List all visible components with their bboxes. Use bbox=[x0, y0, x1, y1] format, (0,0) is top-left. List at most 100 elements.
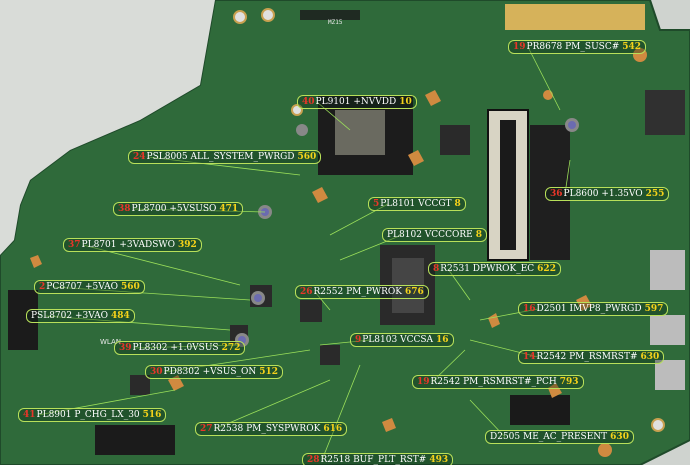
label-signal: PSL8005 ALL_SYSTEM_PWRGD bbox=[146, 152, 295, 162]
leader-line bbox=[45, 315, 231, 331]
label-signal: R2518 BUF_PLT_RST# bbox=[320, 455, 427, 465]
label-signal: R2531 DPWROK_EC bbox=[440, 264, 535, 274]
leader-line bbox=[447, 268, 471, 301]
label-index: 19 bbox=[417, 377, 430, 387]
label-value: 676 bbox=[405, 287, 424, 297]
label-value: 493 bbox=[429, 455, 449, 465]
label-index: 2 bbox=[39, 282, 46, 292]
leader-line bbox=[527, 46, 561, 111]
label-signal: PL8103 VCCSA bbox=[362, 335, 433, 345]
leader-line bbox=[469, 339, 539, 358]
label-index: 14 bbox=[523, 352, 536, 362]
label-signal: PL8101 VCCGT bbox=[380, 199, 452, 209]
label-signal: D2501 IMVP8_PWRGD bbox=[536, 304, 642, 314]
label-value: 630 bbox=[640, 352, 660, 362]
measurement-label: 28R2518 BUF_PLT_RST#493 bbox=[302, 453, 454, 465]
label-index: 5 bbox=[373, 199, 380, 209]
leader-line bbox=[147, 156, 301, 176]
label-index: 30 bbox=[150, 367, 163, 377]
label-index: 40 bbox=[302, 97, 315, 107]
label-value: 597 bbox=[644, 304, 664, 314]
label-signal: PD8302 +VSUS_ON bbox=[163, 367, 257, 377]
label-signal: PR8678 PM_SUSC# bbox=[526, 42, 620, 52]
leader-line bbox=[329, 203, 389, 236]
label-value: 255 bbox=[645, 189, 665, 199]
label-value: 16 bbox=[436, 335, 449, 345]
leader-line bbox=[479, 308, 539, 321]
label-value: 630 bbox=[610, 432, 629, 442]
label-value: 560 bbox=[297, 152, 317, 162]
label-signal: R2542 PM_RSMRST#_PCH bbox=[430, 377, 557, 387]
leader-line bbox=[214, 379, 331, 430]
label-signal: PL8302 +1.0VSUS bbox=[132, 343, 219, 353]
label-signal: R2538 PM_SYSPWROK bbox=[213, 424, 321, 434]
leader-line bbox=[133, 344, 241, 349]
label-index: 24 bbox=[133, 152, 146, 162]
label-index: 39 bbox=[119, 343, 132, 353]
side-connector bbox=[8, 290, 38, 350]
wlan-marking: WLAN bbox=[100, 338, 121, 346]
label-signal: R2542 PM_RSMRST# bbox=[536, 352, 638, 362]
label-index: 28 bbox=[307, 455, 320, 465]
label-value: 392 bbox=[178, 240, 197, 250]
label-value: 793 bbox=[559, 377, 579, 387]
label-index: 27 bbox=[200, 424, 213, 434]
hdmi-port bbox=[650, 250, 685, 290]
label-signal: PL8700 +5VSUSO bbox=[131, 204, 217, 214]
label-value: 616 bbox=[323, 424, 343, 434]
label-signal: PL9101 +NVVDD bbox=[315, 97, 397, 107]
leader-line bbox=[132, 208, 266, 213]
label-value: 622 bbox=[537, 264, 556, 274]
label-index: 36 bbox=[550, 189, 563, 199]
label-value: 8 bbox=[475, 230, 482, 240]
label-value: 542 bbox=[622, 42, 642, 52]
label-index: 19 bbox=[513, 42, 526, 52]
gold-connector-top bbox=[505, 4, 645, 30]
measurement-label: 19PR8678 PM_SUSC#542 bbox=[508, 40, 647, 54]
label-signal: PL8102 VCCCORE bbox=[387, 230, 473, 240]
label-value: 484 bbox=[111, 311, 130, 321]
leader-line bbox=[564, 159, 571, 195]
label-signal: PSL8702 +3VAO bbox=[31, 311, 108, 321]
label-index: 26 bbox=[300, 287, 313, 297]
label-signal: PC8707 +5VAO bbox=[46, 282, 119, 292]
label-signal: PL8701 +3VADSWO bbox=[81, 240, 175, 250]
label-index: 9 bbox=[355, 335, 362, 345]
leader-line bbox=[37, 389, 176, 416]
label-value: 10 bbox=[399, 97, 412, 107]
leader-line bbox=[321, 364, 361, 461]
label-value: 272 bbox=[221, 343, 241, 353]
leader-line bbox=[431, 349, 466, 383]
label-signal: R2552 PM_PWROK bbox=[313, 287, 403, 297]
background-left bbox=[0, 0, 215, 255]
label-index: 8 bbox=[433, 264, 440, 274]
usb-port-2 bbox=[655, 360, 685, 390]
measurement-label: 14R2542 PM_RSMRST#630 bbox=[518, 350, 665, 364]
label-value: 516 bbox=[142, 410, 162, 420]
label-signal: D2505 ME_AC_PRESENT bbox=[490, 432, 608, 442]
leader-line bbox=[316, 101, 351, 131]
label-value: 560 bbox=[121, 282, 140, 292]
silkscreen-text: MZ15 bbox=[328, 19, 343, 26]
label-value: 512 bbox=[259, 367, 279, 377]
